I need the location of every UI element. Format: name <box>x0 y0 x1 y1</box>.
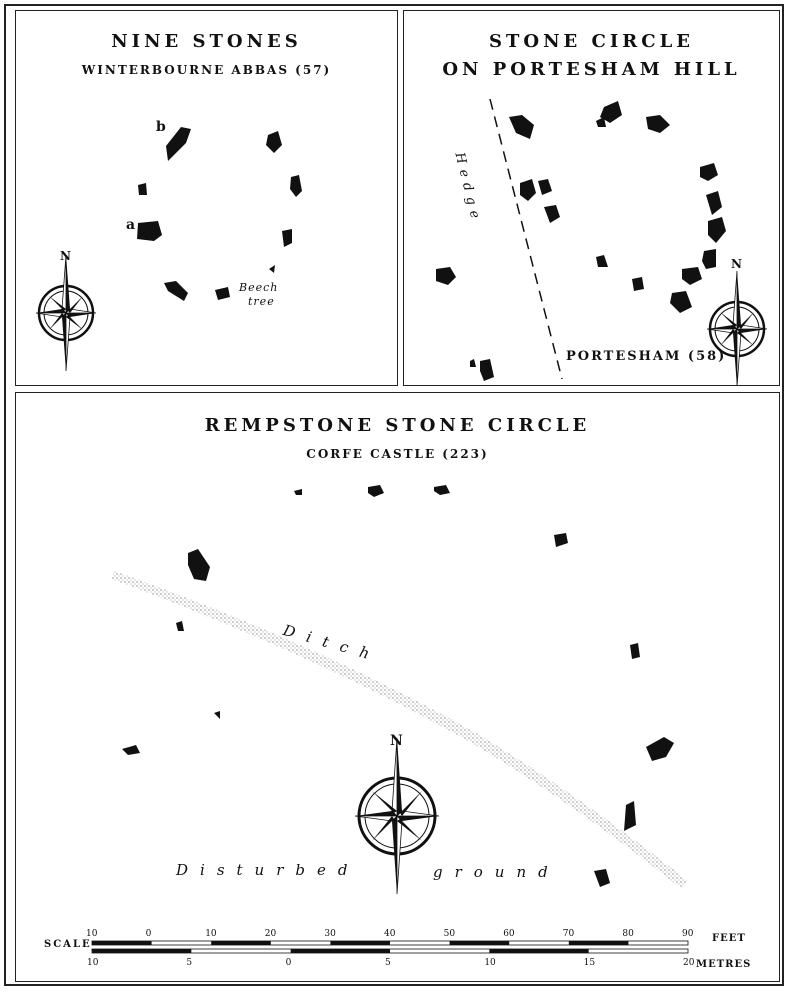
stone <box>706 191 722 215</box>
compass-rose <box>706 270 768 385</box>
metre-tick-label: 5 <box>186 958 193 968</box>
ground-label: ground <box>433 863 560 881</box>
metre-tick-label: 5 <box>385 958 391 968</box>
metre-tick-label: 15 <box>583 958 596 968</box>
panel-title-line2: ON PORTESHAM HILL <box>442 59 741 80</box>
stone <box>554 533 568 547</box>
stone <box>166 127 191 161</box>
metre-segment <box>489 949 589 953</box>
stone <box>509 115 534 139</box>
feet-tick-label: 30 <box>324 929 336 939</box>
compass-rose <box>354 737 440 895</box>
stone <box>682 267 702 285</box>
stone <box>632 277 644 291</box>
panel-title: REMPSTONE STONE CIRCLE <box>204 415 591 436</box>
portesham-caption: PORTESHAM (58) <box>566 349 727 364</box>
stone <box>188 549 210 581</box>
north-label: N <box>390 733 403 749</box>
scale-label: SCALE <box>44 939 92 950</box>
stones <box>436 101 726 381</box>
feet-tick-label: 50 <box>443 929 456 939</box>
panel-portesham: STONE CIRCLE ON PORTESHAM HILL <box>403 10 780 386</box>
stone <box>138 183 147 195</box>
stone <box>164 281 188 301</box>
stones <box>122 485 674 887</box>
stone <box>436 267 456 285</box>
stone <box>290 175 302 197</box>
stone <box>646 115 670 133</box>
disturbed-label: Disturbed <box>176 861 360 879</box>
feet-tick-label: 70 <box>562 929 575 939</box>
stone <box>708 217 726 243</box>
hedge-line <box>489 98 563 380</box>
stone <box>596 117 606 127</box>
feet-tick-label: 10 <box>205 929 217 939</box>
feet-segment <box>92 941 152 945</box>
panel-title-line1: STONE CIRCLE <box>489 31 694 52</box>
stone <box>176 621 184 631</box>
feet-segment <box>568 941 629 945</box>
stone <box>470 359 476 367</box>
panel-subtitle: CORFE CASTLE (223) <box>306 447 489 461</box>
stone <box>700 163 718 181</box>
panel-subtitle: WINTERBOURNE ABBAS (57) <box>81 63 332 77</box>
stone <box>594 869 610 887</box>
feet-tick-label: 90 <box>682 929 694 939</box>
stone <box>544 205 560 223</box>
feet-segment <box>330 941 390 945</box>
stone <box>600 101 622 123</box>
stone <box>282 229 292 247</box>
stone <box>214 711 220 719</box>
stone <box>215 287 230 300</box>
metre-tick-label: 10 <box>87 958 99 968</box>
feet-tick-label: 20 <box>264 929 277 939</box>
metre-tick-label: 0 <box>285 958 292 968</box>
scale-bar <box>91 940 689 954</box>
feet-tick-label: 80 <box>622 929 634 939</box>
metre-tick-label: 10 <box>484 958 496 968</box>
feet-segment <box>449 941 510 945</box>
stone <box>122 745 140 755</box>
compass-rose <box>35 254 97 372</box>
stones <box>137 127 302 301</box>
feet-tick-label: 60 <box>503 929 515 939</box>
plate-frame <box>4 4 784 986</box>
feet-tick-label: 40 <box>384 929 396 939</box>
stone <box>294 489 302 495</box>
stone <box>646 737 674 761</box>
panel-nine-stones: NINE STONES WINTERBOURNE ABBAS (57) b a … <box>15 10 398 386</box>
panel-rempstone: REMPSTONE STONE CIRCLE CORFE CASTLE (223… <box>15 392 780 982</box>
north-label: N <box>60 249 71 263</box>
beech-label: Beech <box>239 281 279 294</box>
panel-title: NINE STONES <box>111 31 302 52</box>
stone <box>368 485 384 497</box>
stone <box>538 179 552 195</box>
stone <box>624 801 636 831</box>
stone <box>480 359 494 381</box>
stone-label-b: b <box>156 119 166 135</box>
stone <box>702 249 716 269</box>
stone <box>670 291 692 313</box>
north-label: N <box>731 257 742 271</box>
metre-segment <box>290 949 390 953</box>
feet-unit: FEET <box>712 933 746 944</box>
stone <box>269 265 275 273</box>
metre-unit: METRES <box>696 959 752 970</box>
feet-tick-label: 10 <box>86 929 98 939</box>
stone <box>520 179 536 201</box>
stone <box>630 643 640 659</box>
metre-tick-label: 20 <box>683 958 695 968</box>
stone-label-a: a <box>126 217 136 233</box>
stone <box>596 255 608 267</box>
feet-segment <box>211 941 271 945</box>
feet-tick-label: 0 <box>145 929 152 939</box>
portesham-plan <box>436 98 768 385</box>
nine-stones-plan <box>35 127 302 372</box>
tree-label: tree <box>248 295 275 308</box>
stone <box>434 485 450 495</box>
stone <box>137 221 162 241</box>
rempstone-plan <box>112 485 688 895</box>
metre-segment <box>92 949 192 953</box>
stone <box>266 131 282 153</box>
